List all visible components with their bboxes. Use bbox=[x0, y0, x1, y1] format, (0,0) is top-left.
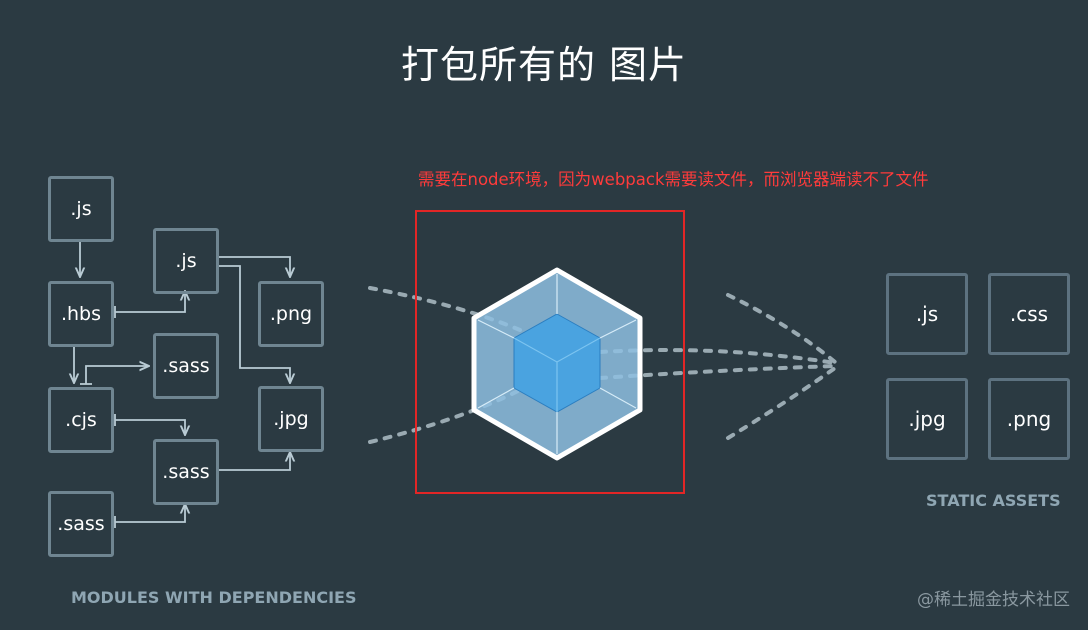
module-png: .png bbox=[258, 281, 324, 347]
module-js: .js bbox=[48, 176, 114, 242]
highlight-box bbox=[415, 210, 685, 494]
module-sass-top: .sass bbox=[153, 333, 219, 399]
page-title: 打包所有的 图片 bbox=[400, 43, 688, 87]
asset-jpg: .jpg bbox=[886, 378, 968, 460]
arrow-sass2-jpg bbox=[218, 452, 290, 471]
arrow-cjs-sass2 bbox=[115, 419, 185, 435]
asset-js: .js bbox=[886, 273, 968, 355]
module-js-2: .js bbox=[153, 228, 219, 294]
arrow-hbs-js2 bbox=[115, 291, 185, 313]
annotation-note: 需要在node环境，因为webpack需要读文件，而浏览器端读不了文件 bbox=[418, 170, 929, 189]
module-hbs: .hbs bbox=[48, 281, 114, 347]
module-sass-bottom: .sass bbox=[48, 491, 114, 557]
arrow-js2-png bbox=[218, 256, 290, 277]
asset-png: .png bbox=[988, 378, 1070, 460]
assets-caption: STATIC ASSETS bbox=[926, 491, 1061, 510]
module-sass-mid: .sass bbox=[153, 439, 219, 505]
module-jpg: .jpg bbox=[258, 386, 324, 452]
module-cjs: .cjs bbox=[48, 387, 114, 453]
watermark: @稀土掘金技术社区 bbox=[917, 590, 1070, 610]
arrow-cjs-sass1 bbox=[85, 366, 149, 384]
arrow-sass3-sass2 bbox=[115, 504, 185, 523]
arrow-js2-jpg bbox=[218, 265, 290, 383]
modules-caption: MODULES WITH DEPENDENCIES bbox=[71, 588, 357, 607]
asset-css: .css bbox=[988, 273, 1070, 355]
webpack-logo-icon bbox=[471, 267, 643, 461]
